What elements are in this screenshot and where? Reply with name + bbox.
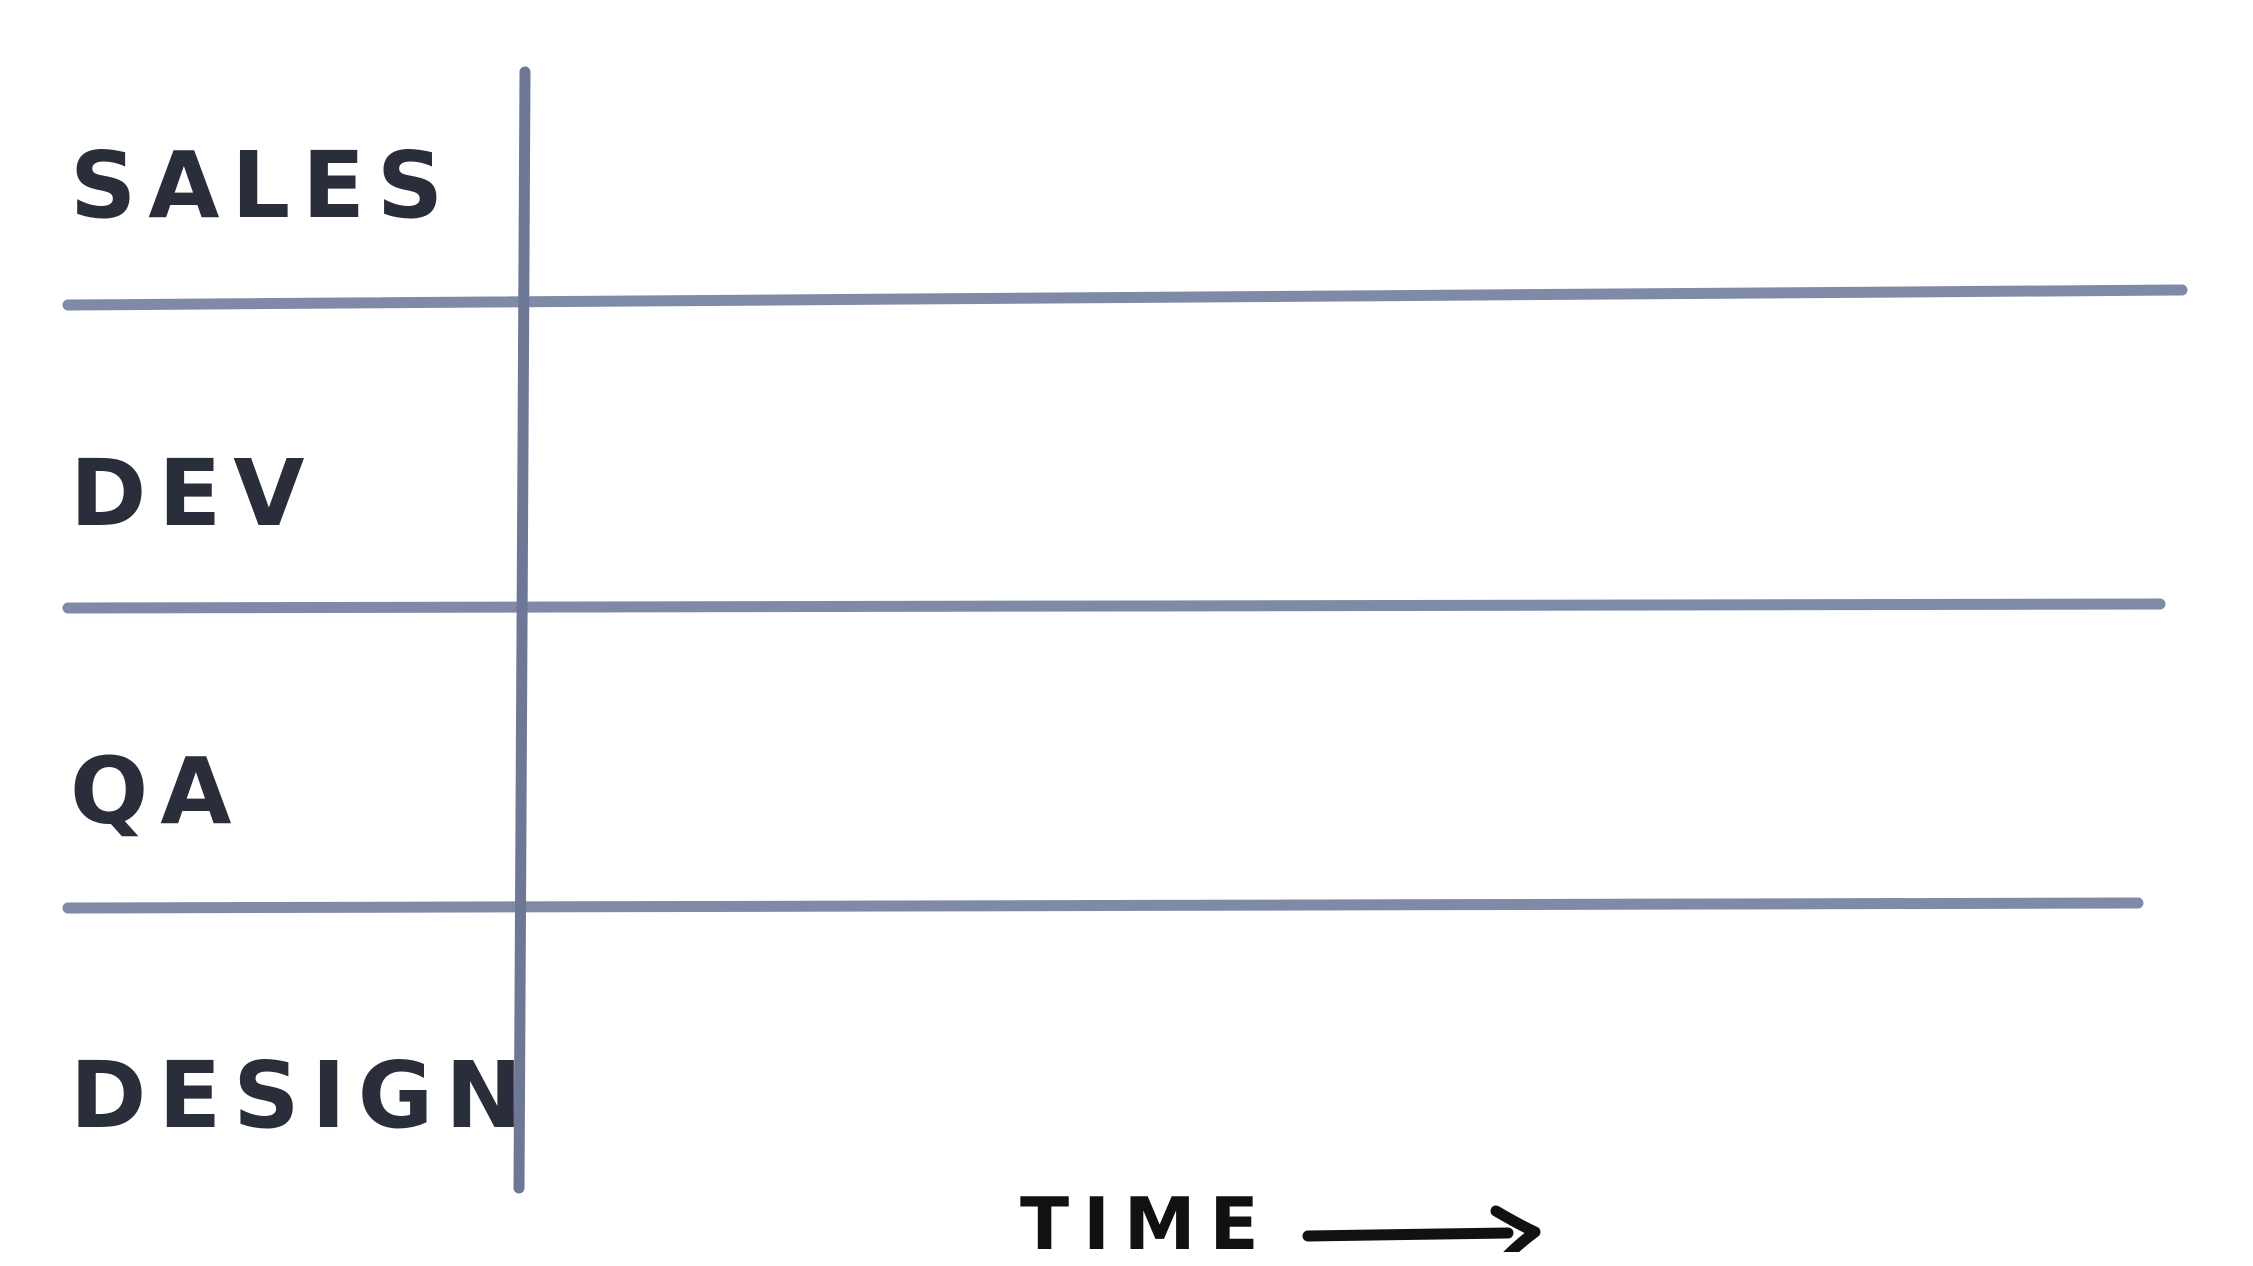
lane-separator-line (62, 284, 2188, 311)
time-arrow-shaft (1302, 1227, 1514, 1242)
lane-label-qa: QA (70, 738, 244, 845)
time-axis-label: TIME (1020, 1182, 1273, 1266)
lane-label-dev: DEV (70, 440, 317, 547)
lane-separator-line (62, 897, 2144, 914)
time-arrow-head (1490, 1205, 1541, 1252)
lane-separator-line (62, 598, 2166, 614)
lane-label-sales: SALES (70, 132, 456, 239)
column-divider-line (513, 66, 531, 1194)
lane-label-design: DESIGN (70, 1042, 535, 1149)
